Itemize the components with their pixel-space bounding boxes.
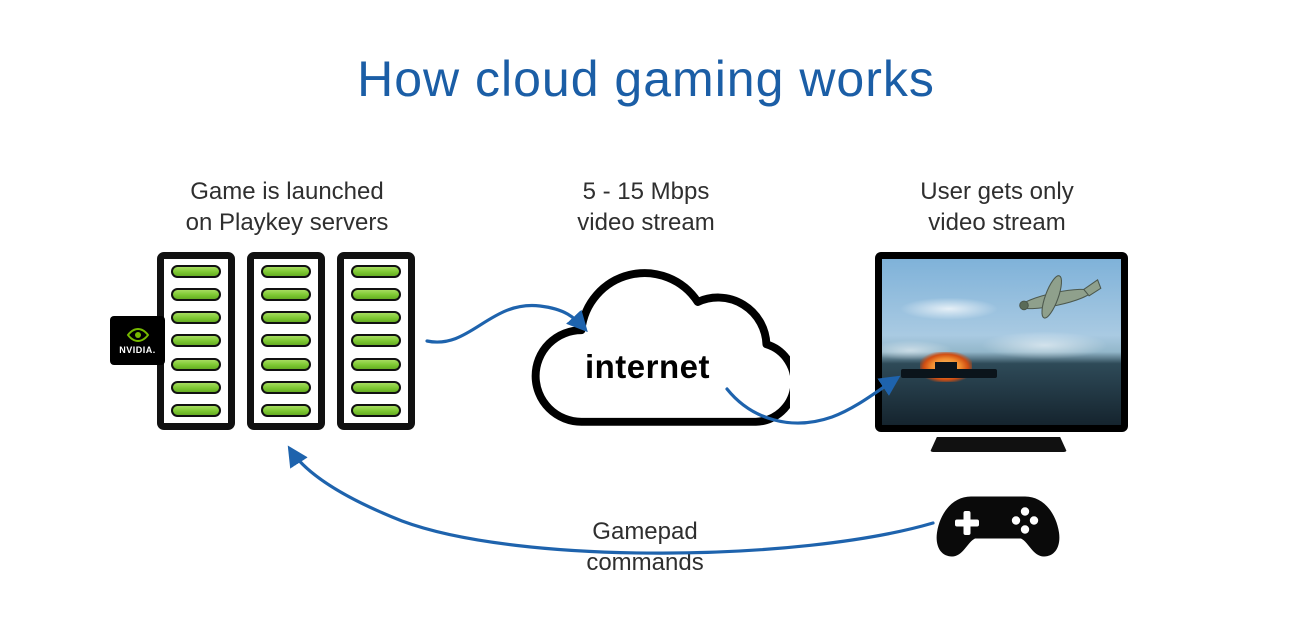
gamepad-label-line1: Gamepad <box>592 518 698 545</box>
server-slot <box>171 403 221 417</box>
server-slot <box>351 357 401 371</box>
bandwidth-label: 5 - 15 Mbps video stream <box>516 176 776 238</box>
ship-silhouette <box>901 361 998 378</box>
bandwidth-label-line1: 5 - 15 Mbps <box>582 178 710 205</box>
server-slot <box>261 403 311 417</box>
bandwidth-label-line2: video stream <box>577 209 715 236</box>
fighter-plane-illustration <box>1019 275 1102 319</box>
server-slot <box>171 311 221 325</box>
server-slot <box>261 357 311 371</box>
server-slot <box>171 334 221 348</box>
page-title: How cloud gaming works <box>357 51 935 107</box>
nvidia-badge-label: NVIDIA. <box>119 344 156 355</box>
gamepad-commands-label: Gamepad commands <box>515 516 775 578</box>
cloud-outline-icon <box>531 269 799 426</box>
server-slot <box>351 311 401 325</box>
user-label-line1: User gets only <box>920 178 1074 205</box>
server-slot <box>171 380 221 394</box>
server-slot <box>261 334 311 348</box>
server-slot <box>171 288 221 302</box>
nvidia-eye-icon <box>126 327 149 342</box>
user-label-line2: video stream <box>928 209 1066 236</box>
server-slot <box>171 265 221 278</box>
monitor-stand <box>930 437 1067 452</box>
gamepad-label-line2: commands <box>586 549 704 576</box>
server-slot <box>261 311 311 325</box>
servers-label-line1: Game is launched <box>190 178 384 205</box>
gamepad-buttons-icon <box>1020 507 1030 516</box>
server-slot <box>351 334 401 348</box>
server-slot <box>351 265 401 278</box>
internet-cloud: internet <box>505 250 799 435</box>
nvidia-badge: NVIDIA. <box>110 316 165 365</box>
server-slot <box>351 288 401 302</box>
servers-label-line2: on Playkey servers <box>185 209 389 236</box>
server-rack-icon <box>157 252 415 430</box>
server-slot <box>351 403 401 417</box>
game-screenshot <box>882 259 1121 425</box>
server-slot <box>261 288 311 302</box>
internet-label: internet <box>584 348 710 385</box>
server-slot <box>171 357 221 371</box>
server-slot <box>351 380 401 394</box>
server-rack-2 <box>247 252 325 430</box>
server-rack-1 <box>157 252 235 430</box>
server-slot <box>261 380 311 394</box>
server-slot <box>261 265 311 278</box>
monitor-icon <box>875 252 1128 432</box>
servers-label: Game is launched on Playkey servers <box>157 176 417 238</box>
gamepad-icon <box>936 496 1060 557</box>
server-rack-3 <box>337 252 415 430</box>
user-label: User gets only video stream <box>867 176 1127 238</box>
